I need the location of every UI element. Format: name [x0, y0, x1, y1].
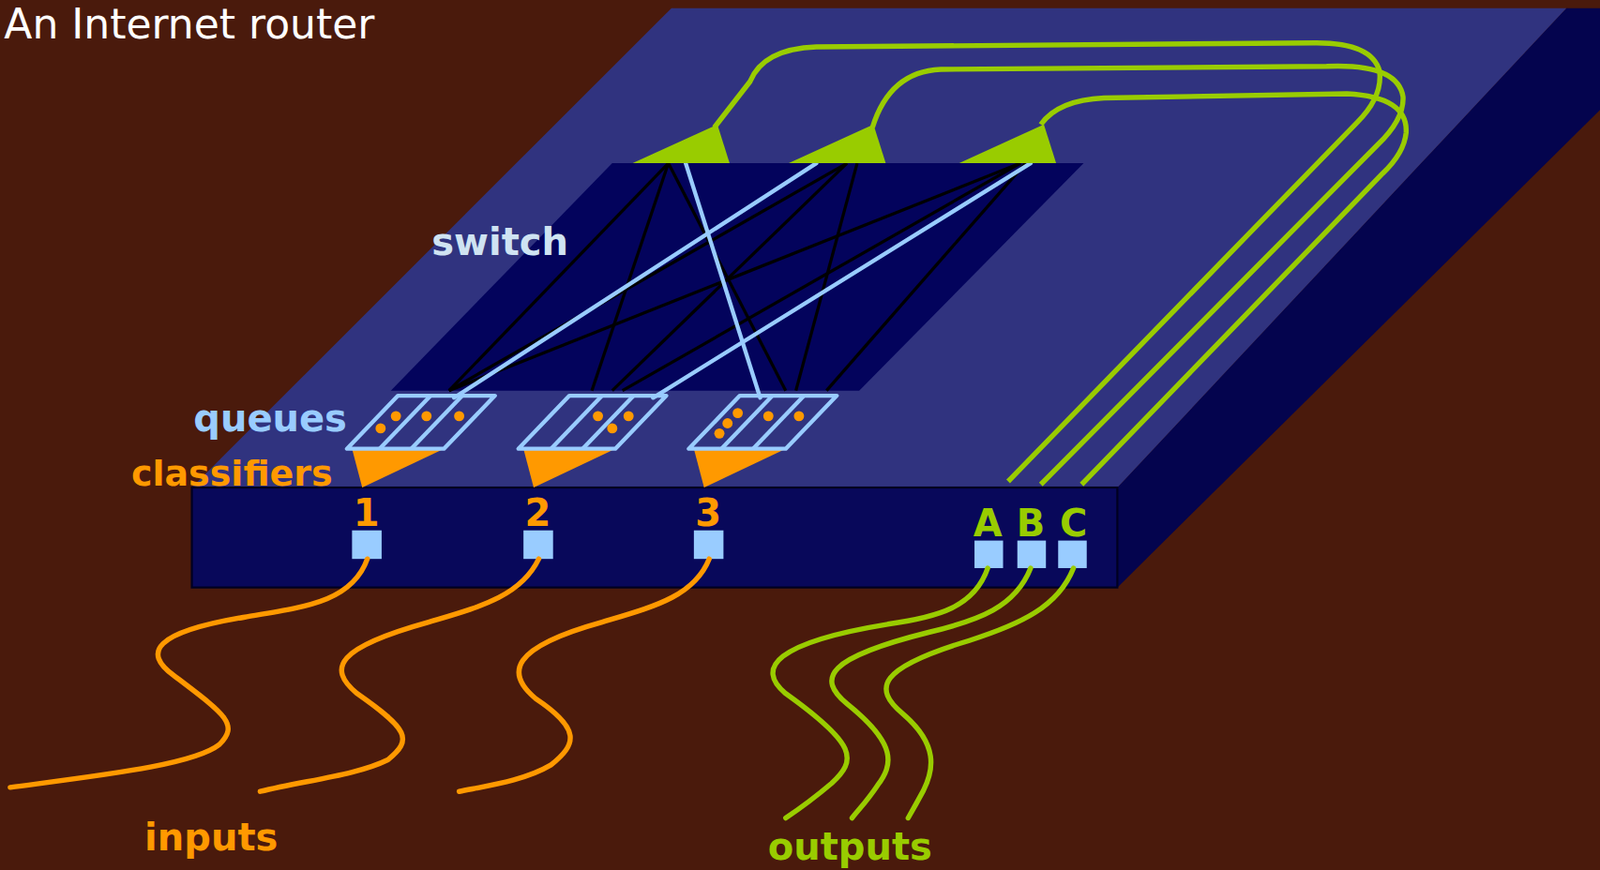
- input-wires: [10, 558, 710, 792]
- switch-crosspoints: [449, 163, 1027, 392]
- router-top-face: [192, 8, 1568, 488]
- group-label: outputs: [768, 826, 933, 868]
- port-number: 3: [694, 492, 722, 534]
- port-number: 2: [524, 492, 551, 534]
- internal-output-wires: [714, 43, 1407, 485]
- group-label: inputs: [144, 816, 278, 859]
- port-letter: A: [973, 502, 1003, 544]
- port-letter: B: [1016, 502, 1046, 544]
- component-label: queues: [193, 397, 348, 439]
- queue-unit: [688, 395, 837, 488]
- output-ports-switch: [633, 124, 1057, 164]
- slide-title: An Internet router: [3, 1, 375, 47]
- switch-plane: [391, 163, 1085, 392]
- router-front-face: [192, 487, 1118, 589]
- component-label: switch: [431, 221, 569, 263]
- active-connections: [453, 163, 1031, 398]
- queue-unit: [347, 395, 496, 488]
- port-number: 1: [353, 492, 380, 534]
- queue-unit: [518, 395, 667, 488]
- port-letter: C: [1059, 502, 1087, 544]
- output-wires: [772, 568, 1074, 819]
- queue-classifier-units: [347, 395, 837, 488]
- component-label: classifiers: [131, 454, 333, 495]
